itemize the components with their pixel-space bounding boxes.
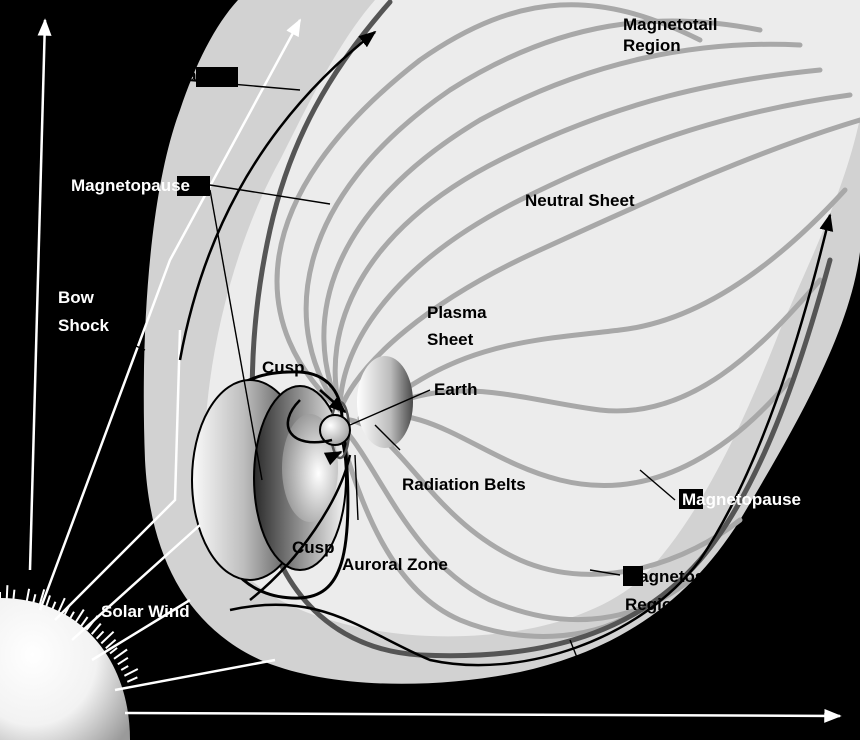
label-magnetopause-left: Magnetopause: [71, 176, 190, 195]
label-neutral-sheet: Neutral Sheet: [525, 191, 635, 210]
sun-spike: [7, 585, 8, 600]
label-magnetopause-right: Magnetopause: [682, 490, 801, 509]
label-bow-shock-bottom: Bow Shock: [547, 678, 639, 697]
label-auroral-zone: Auroral Zone: [342, 555, 448, 574]
label-cusp-top: Cusp: [262, 358, 305, 377]
label-earth: Earth: [434, 380, 477, 399]
label-cusp-bottom: Cusp: [292, 538, 335, 557]
label-radiation-belts: Radiation Belts: [402, 475, 526, 494]
label-solar-wind: Solar Wind: [101, 602, 190, 621]
